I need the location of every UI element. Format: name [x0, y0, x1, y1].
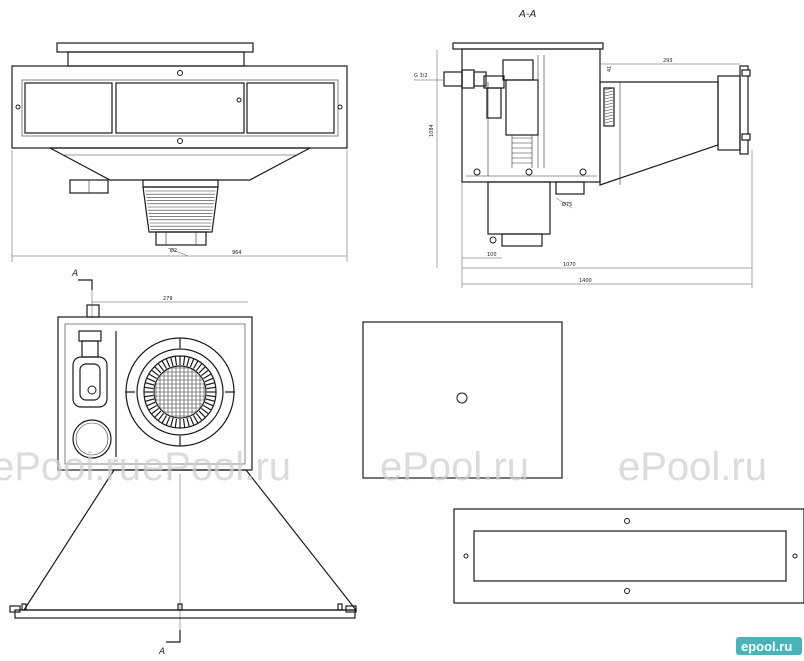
front-pipe-dimension: Ø2 — [170, 247, 177, 254]
front-width-dimension: 964 — [232, 250, 242, 256]
section-title: A-A — [518, 9, 536, 20]
side-thread-dimension: G 3/2 — [414, 73, 428, 79]
face-flange — [453, 508, 804, 604]
side-bottom-mid-dimension: 1070 — [563, 262, 576, 268]
side-bottom-small-dimension: 100 — [487, 252, 497, 258]
watermark-1: ePool.ru — [0, 445, 141, 489]
plan-width-dimension: 279 — [163, 296, 173, 302]
front-view: 964 Ø2 — [11, 42, 348, 262]
side-top-right-dimension: 41 — [607, 66, 613, 72]
watermark-3: ePool.ru — [380, 445, 529, 489]
plan-view: A A 279 — [9, 269, 358, 657]
section-mark-top: A — [71, 269, 78, 279]
side-bottom-total-dimension: 1400 — [579, 278, 592, 284]
side-top-span-dimension: 293 — [663, 58, 673, 64]
watermark-4: ePool.ru — [618, 445, 767, 489]
side-pipe-dimension: Ø75 — [562, 201, 572, 208]
section-mark-bottom: A — [158, 647, 165, 657]
side-height-dimension: 1084 — [429, 124, 435, 137]
logo-text: epool.ru — [741, 639, 792, 654]
lid-plate — [362, 321, 563, 479]
logo-badge — [736, 637, 802, 655]
section-view: A-A — [414, 9, 753, 288]
watermark-2: ePool.ru — [142, 445, 291, 489]
